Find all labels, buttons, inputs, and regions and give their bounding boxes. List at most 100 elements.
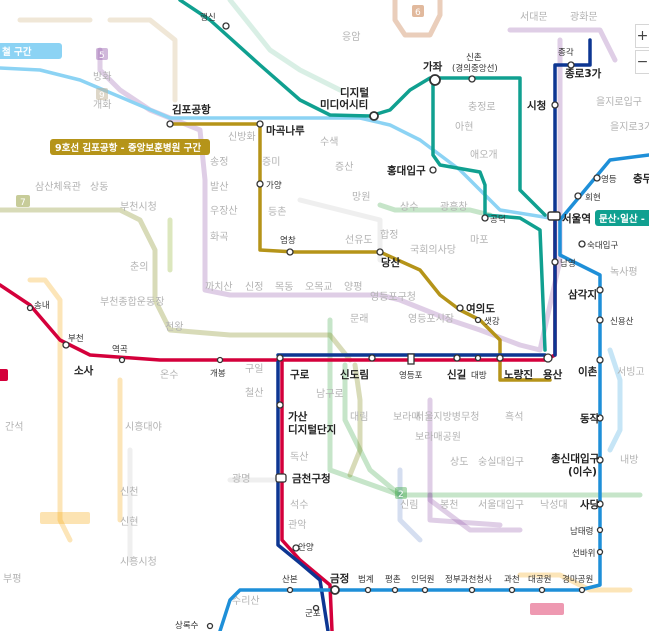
zoom-in-button[interactable]: + [635, 24, 649, 48]
station-digital-media-2: 미디어시티 [320, 98, 368, 111]
svg-text:합정: 합정 [380, 229, 398, 241]
svg-text:부평: 부평 [3, 573, 21, 585]
svg-text:송정: 송정 [210, 156, 228, 168]
svg-text:서울대입구: 서울대입구 [478, 498, 524, 511]
station-magongnaru: 마곡나루 [266, 124, 305, 137]
badge-line6: 6 [415, 8, 421, 18]
svg-text:보라매: 보라매 [393, 411, 421, 423]
svg-text:서빙고: 서빙고 [617, 366, 645, 378]
svg-text:신정: 신정 [245, 281, 263, 293]
station-sinyongsan: 신용산 [610, 316, 634, 327]
station-beomgye: 범계 [358, 574, 374, 585]
station-gasan-2: 디지털단지 [288, 423, 336, 436]
station-sangnoksu: 상록수 [175, 620, 199, 631]
svg-text:을지로입구: 을지로입구 [596, 95, 642, 108]
svg-text:시흥대야: 시흥대야 [125, 420, 162, 433]
svg-text:아현: 아현 [455, 121, 473, 133]
station-singil: 신길 [447, 368, 466, 381]
svg-text:구일: 구일 [245, 363, 263, 375]
station-youngdeung: 영등 [601, 174, 617, 185]
svg-text:삼산체육관: 삼산체육관 [35, 181, 81, 193]
station-gayang: 가양 [266, 180, 282, 191]
svg-text:상동: 상동 [90, 181, 108, 193]
svg-text:문래: 문래 [350, 313, 368, 325]
svg-text:증미: 증미 [262, 156, 280, 168]
svg-text:등촌: 등촌 [268, 206, 286, 218]
station-geumjeong: 금정 [330, 572, 349, 585]
svg-text:발산: 발산 [210, 181, 228, 193]
banner-line1: 문산·일산 - [595, 210, 649, 226]
svg-text:망원: 망원 [352, 191, 370, 203]
station-gasan-1: 가산 [288, 410, 308, 423]
station-indeogwon: 인덕원 [411, 574, 434, 585]
zoom-out-button[interactable]: − [635, 50, 649, 74]
station-sosa: 소사 [74, 364, 94, 377]
faint-labels: 충정로 아현 애오개 마포 합정 선유도 국회의사당 영등포구청 영등포시장 문… [3, 11, 649, 607]
station-hongdae: 홍대입구 [387, 164, 426, 177]
svg-text:온수: 온수 [160, 369, 178, 381]
svg-text:방화: 방화 [93, 71, 111, 83]
svg-text:국회의사당: 국회의사당 [410, 244, 456, 256]
station-gaebong: 개봉 [210, 368, 226, 379]
svg-text:을지로3가: 을지로3가 [610, 121, 649, 133]
svg-text:부천종합운동장: 부천종합운동장 [100, 296, 164, 308]
station-guro: 구로 [290, 369, 310, 381]
svg-text:충정로: 충정로 [468, 101, 496, 113]
svg-text:선유도: 선유도 [345, 234, 373, 246]
station-ichon: 이촌 [578, 365, 598, 378]
line-badges: 5 9 7 2 6 [0, 5, 564, 615]
badge-line2: 2 [398, 490, 404, 500]
svg-text:상도: 상도 [450, 456, 468, 468]
svg-text:철 구간: 철 구간 [2, 46, 32, 58]
badge-line9: 9 [99, 91, 105, 101]
station-namtaeryeong: 남태령 [570, 526, 593, 537]
svg-text:양평: 양평 [344, 281, 362, 293]
svg-text:춘의: 춘의 [130, 261, 148, 273]
station-anyang: 안양 [298, 542, 314, 553]
svg-text:수리산: 수리산 [232, 595, 260, 607]
station-chongshin-1: 총신대입구 [551, 452, 600, 465]
station-seoul: 서울역 [562, 212, 591, 225]
svg-text:영등포시장: 영등포시장 [408, 313, 454, 325]
svg-text:서대문: 서대문 [520, 11, 548, 23]
stations: 행신 디지털 미디어시티 가좌 신촌 (경의중앙선) 종각 종로3가 시청 김포… [26, 12, 649, 631]
station-haengsin: 행신 [200, 12, 216, 23]
station-samgakji: 삼각지 [568, 288, 597, 301]
svg-text:보라매공원: 보라매공원 [415, 431, 461, 443]
station-yeokgok: 역곡 [112, 344, 128, 355]
svg-text:신림: 신림 [400, 499, 418, 511]
station-digital-media-1: 디지털 [340, 86, 369, 99]
station-bucheon: 부천 [68, 333, 84, 344]
svg-text:석수: 석수 [290, 499, 308, 511]
station-pyeongchon: 평촌 [385, 574, 401, 585]
station-gongdeok: 공덕 [490, 214, 506, 225]
station-yeouido: 여의도 [466, 302, 495, 315]
svg-text:9호선 김포공항 - 중앙보훈병원 구간: 9호선 김포공항 - 중앙보훈병원 구간 [55, 142, 201, 154]
svg-text:개화: 개화 [93, 99, 111, 111]
station-yongsan: 용산 [543, 368, 563, 381]
banner-line9: 9호선 김포공항 - 중앙보훈병원 구간 [50, 139, 210, 155]
svg-text:철산: 철산 [245, 387, 263, 399]
station-jonggak: 종각 [558, 47, 574, 58]
station-saetgang: 샛강 [484, 316, 500, 327]
svg-text:신현: 신현 [120, 516, 138, 528]
svg-text:광화문: 광화문 [570, 11, 598, 23]
svg-text:수색: 수색 [320, 136, 338, 148]
station-sinchon: 신촌 [466, 53, 482, 63]
station-jongno3ga: 종로3가 [565, 67, 602, 80]
svg-text:관악: 관악 [288, 519, 306, 531]
station-chungmuro: 충무 [633, 172, 649, 185]
svg-text:흑석: 흑석 [505, 410, 523, 423]
svg-text:남구로: 남구로 [316, 388, 344, 400]
station-yeongdeungpo: 영등포 [399, 370, 423, 381]
station-dongjak: 동작 [580, 412, 600, 425]
svg-text:신방화: 신방화 [228, 131, 256, 143]
station-gwacheon-gov: 정부과천청사 [445, 574, 492, 585]
background-lines [0, 0, 643, 593]
svg-text:독산: 독산 [290, 451, 308, 463]
svg-text:오목교: 오목교 [305, 281, 333, 293]
svg-text:서울지방병무청: 서울지방병무청 [415, 411, 479, 423]
svg-text:마포: 마포 [470, 234, 488, 246]
